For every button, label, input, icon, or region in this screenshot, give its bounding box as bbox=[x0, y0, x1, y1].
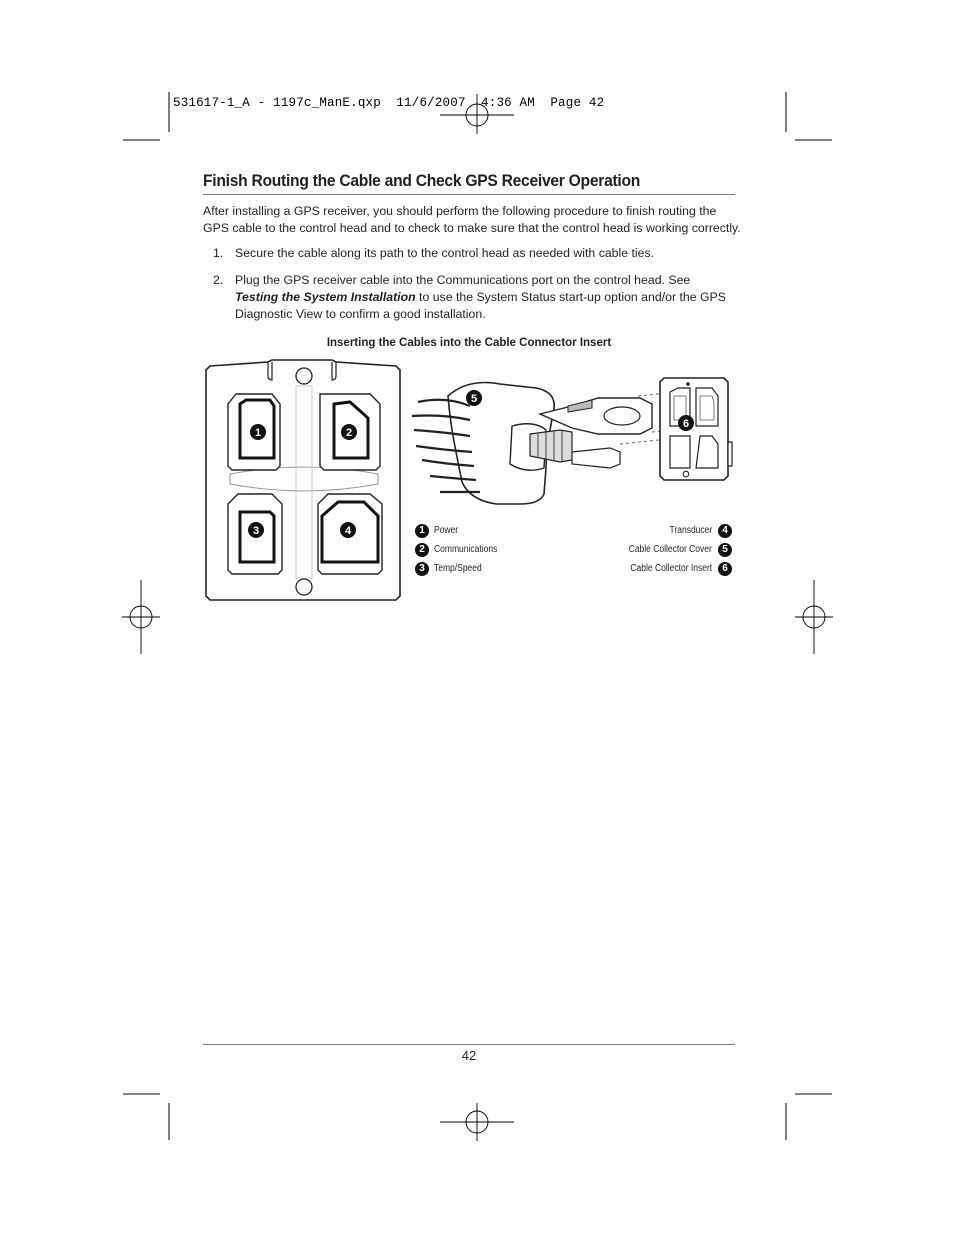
cable-collector-insert-illustration bbox=[659, 377, 733, 481]
legend-number: 1 bbox=[415, 523, 429, 538]
legend-item: 2 Communications bbox=[415, 540, 508, 559]
callout-6: 6 bbox=[678, 415, 694, 431]
callout-5: 5 bbox=[466, 390, 482, 406]
cross-reference-link[interactable]: Testing the System Installation bbox=[235, 290, 416, 304]
callout-6-label: 6 bbox=[683, 418, 689, 430]
step-text: Plug the GPS receiver cable into the Com… bbox=[235, 272, 735, 323]
legend-label: Communications bbox=[434, 544, 498, 555]
legend-left: 1 Power 2 Communications 3 Temp/Speed bbox=[415, 521, 508, 578]
registration-mark-left bbox=[122, 580, 160, 654]
callout-3: 3 bbox=[248, 522, 264, 538]
legend-item: 3 Temp/Speed bbox=[415, 559, 508, 578]
step-text: Secure the cable along its path to the c… bbox=[235, 246, 655, 260]
legend-label: Transducer bbox=[669, 525, 712, 536]
legend-item: 1 Power bbox=[415, 521, 508, 540]
legend-right: Transducer 4 Cable Collector Cover 5 Cab… bbox=[560, 521, 732, 578]
step-number: 2. bbox=[213, 273, 224, 287]
legend-item: Cable Collector Insert 6 bbox=[560, 559, 732, 578]
legend-number: 5 bbox=[718, 542, 732, 557]
callout-5-label: 5 bbox=[471, 393, 477, 405]
legend-item: Transducer 4 bbox=[560, 521, 732, 540]
print-slug: 531617-1_A - 1197c_ManE.qxp 11/6/2007 4:… bbox=[173, 96, 605, 110]
legend-label: Cable Collector Insert bbox=[630, 563, 712, 574]
callout-2-label: 2 bbox=[346, 427, 352, 439]
step-number: 1. bbox=[213, 246, 224, 260]
legend-number: 4 bbox=[718, 523, 732, 538]
legend-number: 3 bbox=[415, 561, 429, 576]
callout-4-label: 4 bbox=[345, 525, 352, 537]
cable-connector-figure: 1 2 3 4 5 6 bbox=[205, 359, 733, 601]
callout-4: 4 bbox=[340, 522, 356, 538]
title-divider bbox=[203, 194, 735, 195]
legend-item: Cable Collector Cover 5 bbox=[560, 540, 732, 559]
legend-label: Power bbox=[434, 525, 459, 536]
legend-label: Temp/Speed bbox=[434, 563, 482, 574]
step-text-before: Plug the GPS receiver cable into the Com… bbox=[235, 273, 691, 287]
legend-label: Cable Collector Cover bbox=[628, 544, 712, 555]
intro-paragraph: After installing a GPS receiver, you sho… bbox=[203, 204, 741, 235]
legend-number: 2 bbox=[415, 542, 429, 557]
page-number: 42 bbox=[461, 1048, 477, 1063]
figure-caption: Inserting the Cables into the Cable Conn… bbox=[326, 337, 612, 349]
callout-1: 1 bbox=[250, 424, 266, 440]
step-text-after: to use the System Status start-up option… bbox=[235, 290, 726, 321]
callout-2: 2 bbox=[341, 424, 357, 440]
registration-mark-bottom bbox=[440, 1103, 514, 1141]
registration-mark-top bbox=[440, 94, 514, 134]
cable-assembly-illustration bbox=[411, 381, 653, 505]
section-title: Finish Routing the Cable and Check GPS R… bbox=[203, 171, 641, 190]
callout-3-label: 3 bbox=[253, 525, 259, 537]
legend-number: 6 bbox=[718, 561, 732, 576]
connector-plate-illustration bbox=[205, 359, 401, 601]
footer-divider bbox=[203, 1044, 735, 1045]
registration-mark-right bbox=[795, 580, 833, 654]
callout-1-label: 1 bbox=[255, 427, 261, 439]
